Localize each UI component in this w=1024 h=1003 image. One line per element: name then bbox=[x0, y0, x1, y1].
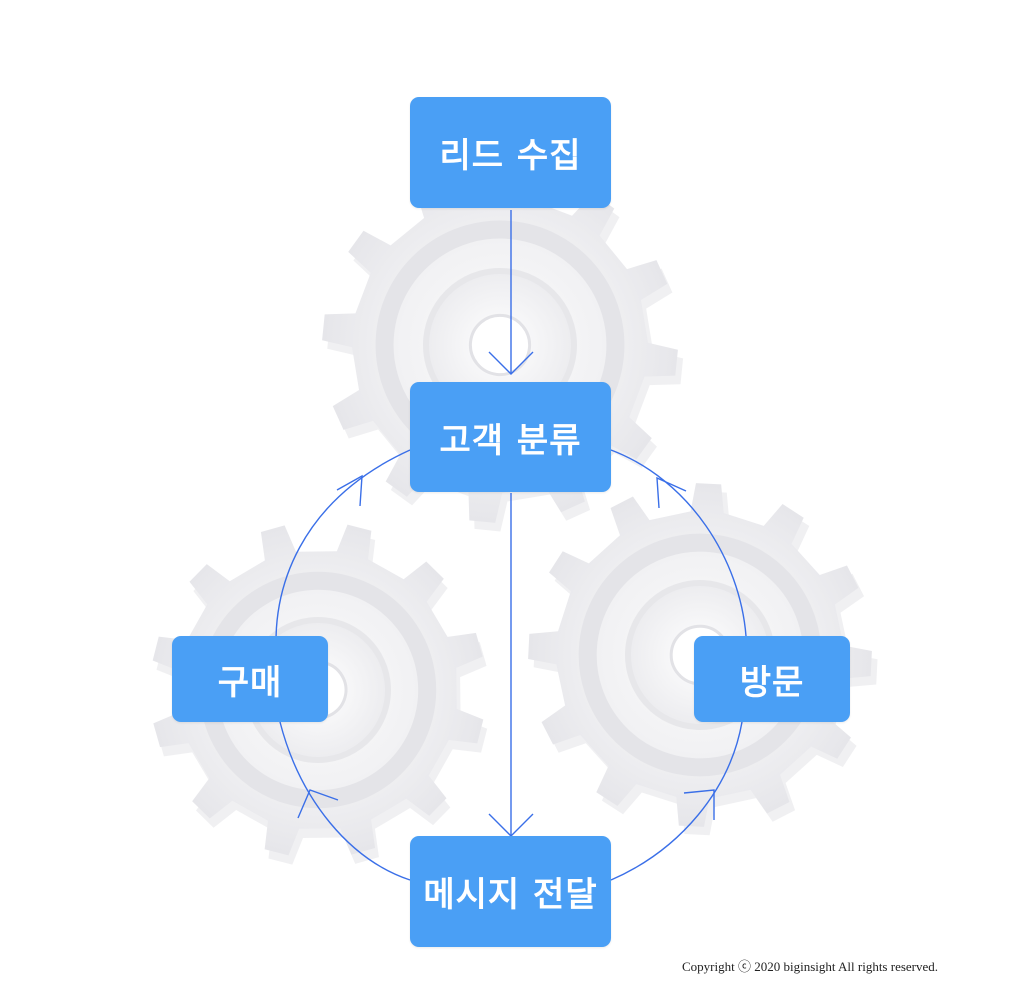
visit-node[interactable]: 방문 bbox=[694, 636, 850, 722]
customer-classification-node[interactable]: 고객 분류 bbox=[410, 382, 611, 492]
loop-classify-to-purchase bbox=[275, 449, 411, 661]
message-delivery-node[interactable]: 메시지 전달 bbox=[410, 836, 611, 947]
loop-arrow-left-top bbox=[336, 474, 363, 507]
background-gears bbox=[152, 167, 878, 865]
loop-message-to-visit bbox=[610, 721, 743, 881]
copyright-text: Copyright ⓒ 2020 biginsight All rights r… bbox=[682, 959, 939, 974]
loop-arrow-left-bottom bbox=[297, 789, 339, 819]
purchase-node[interactable]: 구매 bbox=[172, 636, 328, 722]
loop-visit-to-classify bbox=[610, 449, 747, 637]
lead-collection-label: 리드 수집 bbox=[439, 136, 582, 176]
connector-lines bbox=[275, 210, 747, 881]
lead-collection-node[interactable]: 리드 수집 bbox=[410, 97, 611, 208]
purchase-label: 구매 bbox=[217, 662, 283, 703]
message-delivery-label: 메시지 전달 bbox=[423, 875, 598, 915]
customer-classification-label: 고객 분류 bbox=[439, 420, 582, 461]
loop-arrow-right-bottom bbox=[683, 789, 715, 820]
loop-purchase-to-message bbox=[279, 721, 411, 881]
loop-arrow-right-top bbox=[656, 476, 687, 509]
arrow-lead-to-classify-head bbox=[488, 351, 534, 375]
visit-label: 방문 bbox=[739, 662, 805, 703]
